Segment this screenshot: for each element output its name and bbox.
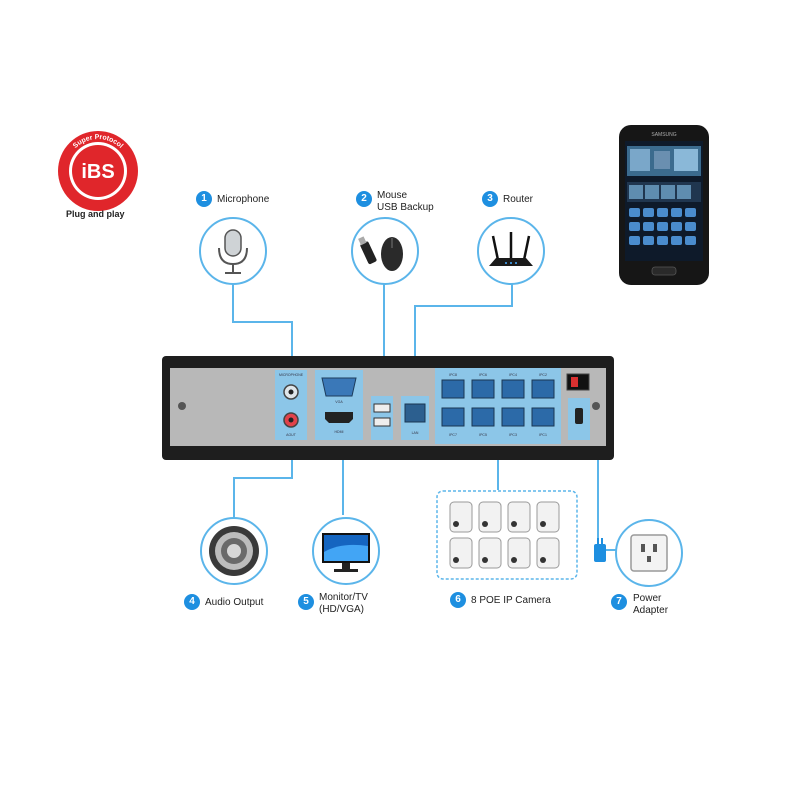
poe-port-ipc3	[501, 407, 525, 427]
usb-stick-icon	[358, 236, 377, 265]
vga-port	[321, 377, 357, 397]
port-label-ipc8: IPC8	[449, 373, 457, 377]
microphone-jack-label: MICROPHONE	[279, 373, 304, 377]
device-number-6: 6	[450, 592, 466, 608]
router-icon	[477, 217, 545, 285]
microphone-icon	[199, 217, 267, 285]
device-label-mouse: Mouse	[377, 190, 408, 201]
device-number-1: 1	[196, 191, 212, 207]
seal-logo-text: iBS	[81, 161, 114, 183]
ibs-seal: Super Protocol iBS	[58, 131, 138, 211]
vga-label: VGA	[335, 400, 343, 404]
camera-icon	[436, 490, 578, 580]
device-number-7: 7	[611, 594, 627, 610]
usb-port-2	[373, 417, 391, 427]
poe-port-ipc8	[441, 379, 465, 399]
poe-port-ipc6	[471, 379, 495, 399]
speaker-icon	[200, 517, 268, 585]
device-label-poe-camera: 8 POE IP Camera	[471, 595, 551, 606]
device-number-5: 5	[298, 594, 314, 610]
lan-port	[404, 403, 426, 423]
port-label-ipc6: IPC6	[479, 373, 487, 377]
smartphone-icon: SAMSUNG	[619, 125, 709, 285]
badge-caption: Plug and play	[66, 209, 125, 219]
screw-left	[178, 402, 186, 410]
device-label-power: Power	[633, 593, 662, 604]
poe-port-ipc2	[531, 379, 555, 399]
device-label-hd-vga: (HD/VGA)	[319, 604, 364, 615]
device-label-router: Router	[503, 194, 534, 205]
hdmi-label: HDMI	[335, 430, 344, 434]
device-label-usb-backup: USB Backup	[377, 202, 434, 213]
port-label-ipc3: IPC3	[509, 433, 517, 437]
device-label-monitor: Monitor/TV	[319, 592, 368, 603]
monitor-icon	[312, 517, 380, 585]
audio-jack-panel	[275, 370, 307, 440]
screw-right	[592, 402, 600, 410]
lan-label: LAN	[412, 431, 419, 435]
mouse-icon	[351, 217, 419, 285]
usb-port-1	[373, 403, 391, 413]
line-router	[414, 282, 513, 385]
dc-power-jack	[575, 408, 583, 424]
device-label-audio-output: Audio Output	[205, 597, 264, 608]
phone-brand: SAMSUNG	[651, 132, 676, 138]
port-label-ipc5: IPC5	[479, 433, 487, 437]
device-number-4: 4	[184, 594, 200, 610]
device-label-microphone: Microphone	[217, 194, 270, 205]
device-number-3: 3	[482, 191, 498, 207]
poe-port-ipc5	[471, 407, 495, 427]
hdmi-port	[325, 412, 353, 423]
port-label-ipc2: IPC2	[539, 373, 547, 377]
power-plug-icon	[594, 538, 606, 562]
line-microphone	[232, 280, 293, 370]
port-label-ipc7: IPC7	[449, 433, 457, 437]
port-label-ipc4: IPC4	[509, 373, 517, 377]
poe-port-ipc4	[501, 379, 525, 399]
poe-port-ipc1	[531, 407, 555, 427]
ip-camera-grid	[449, 501, 560, 569]
audio-out-jack-label: AOUT	[286, 433, 297, 437]
device-number-2: 2	[356, 191, 372, 207]
device-label-adapter: Adapter	[633, 605, 669, 616]
power-outlet-icon	[615, 519, 683, 587]
port-label-ipc1: IPC1	[539, 433, 547, 437]
poe-port-ipc7	[441, 407, 465, 427]
nvr-recorder: MICROPHONE AOUT VGA HDMI LAN IPC8 IPC6 I…	[162, 356, 614, 460]
